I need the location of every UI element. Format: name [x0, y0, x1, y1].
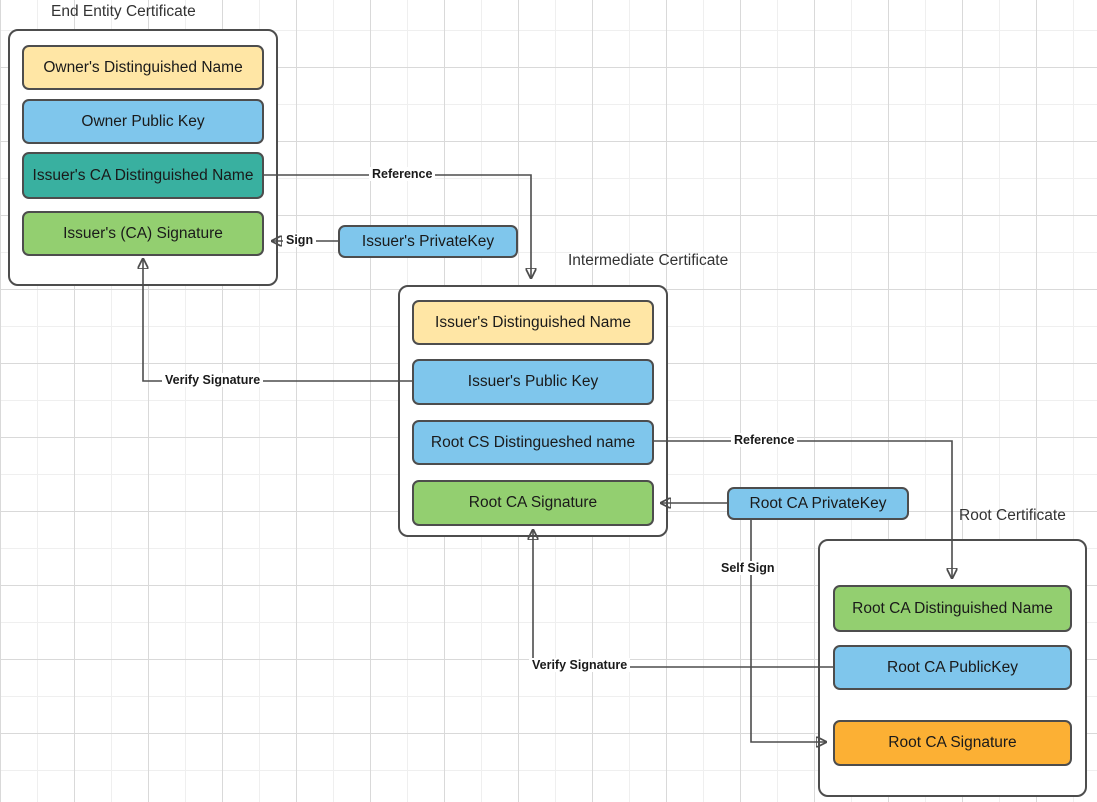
root-ca-private-key[interactable]: Root CA PrivateKey [727, 487, 909, 520]
root-field-root-ca-public-key[interactable]: Root CA PublicKey [833, 645, 1072, 690]
end-entity-field-issuer-ca-distinguished-name[interactable]: Issuer's CA Distinguished Name [22, 152, 264, 199]
edge-verify-signature-bottom [533, 530, 833, 668]
caption-end-entity-certificate: End Entity Certificate [51, 3, 196, 20]
edge-label-reference-top: Reference [369, 167, 436, 181]
edge-verify-signature-top [143, 259, 412, 382]
intermediate-field-root-ca-signature[interactable]: Root CA Signature [412, 480, 654, 526]
intermediate-field-issuer-public-key[interactable]: Issuer's Public Key [412, 359, 654, 405]
issuer-private-key[interactable]: Issuer's PrivateKey [338, 225, 518, 258]
caption-intermediate-certificate: Intermediate Certificate [568, 252, 729, 269]
end-entity-field-owner-distinguished-name[interactable]: Owner's Distinguished Name [22, 45, 264, 90]
edge-label-verify-signature-top: Verify Signature [162, 373, 264, 387]
edge-label-self-sign: Self Sign [718, 561, 778, 575]
edge-label-sign: Sign [283, 233, 317, 247]
end-entity-field-issuer-ca-signature[interactable]: Issuer's (CA) Signature [22, 211, 264, 256]
intermediate-field-root-cs-distinguished-name[interactable]: Root CS Distingueshed name [412, 420, 654, 465]
edge-self-sign [750, 520, 826, 742]
root-field-root-ca-distinguished-name[interactable]: Root CA Distinguished Name [833, 585, 1072, 632]
edge-reference-top [264, 174, 531, 278]
caption-root-certificate: Root Certificate [959, 507, 1066, 524]
edge-label-verify-signature-bottom: Verify Signature [529, 658, 631, 672]
intermediate-field-issuer-distinguished-name[interactable]: Issuer's Distinguished Name [412, 300, 654, 345]
end-entity-field-owner-public-key[interactable]: Owner Public Key [22, 99, 264, 144]
edge-label-reference-bottom: Reference [731, 433, 798, 447]
root-field-root-ca-signature[interactable]: Root CA Signature [833, 720, 1072, 766]
